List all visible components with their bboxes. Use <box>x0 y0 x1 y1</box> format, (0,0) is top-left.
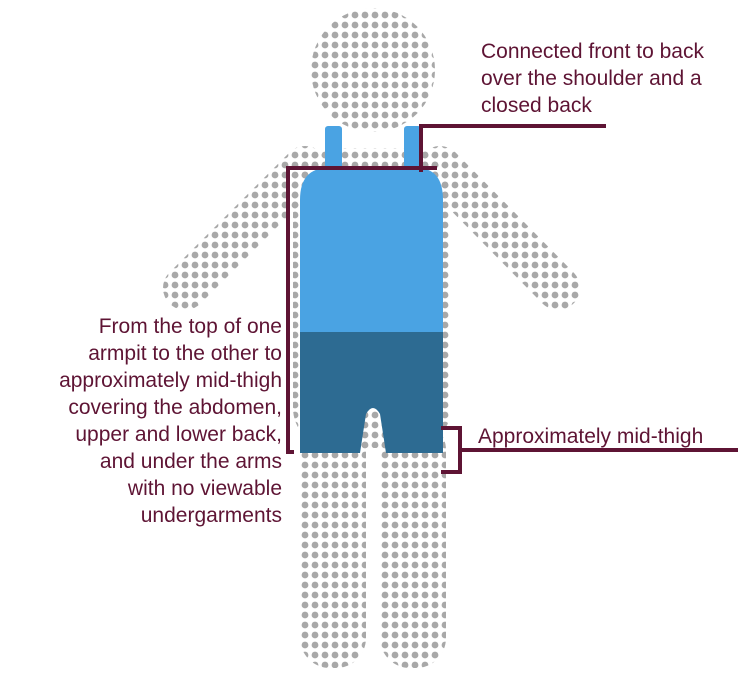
garment-upper-section <box>300 168 443 333</box>
garment <box>300 126 443 453</box>
figure-right-arm <box>440 168 558 288</box>
shoulder-annotation-text: Connected front to back over the shoulde… <box>481 38 742 119</box>
figure-right-leg <box>380 420 446 668</box>
figure-head <box>311 8 435 132</box>
figure-left-leg <box>300 420 366 668</box>
coverage-annotation-text: From the top of one armpit to the other … <box>26 313 282 529</box>
mid-thigh-annotation-text: Approximately mid-thigh <box>478 423 742 450</box>
